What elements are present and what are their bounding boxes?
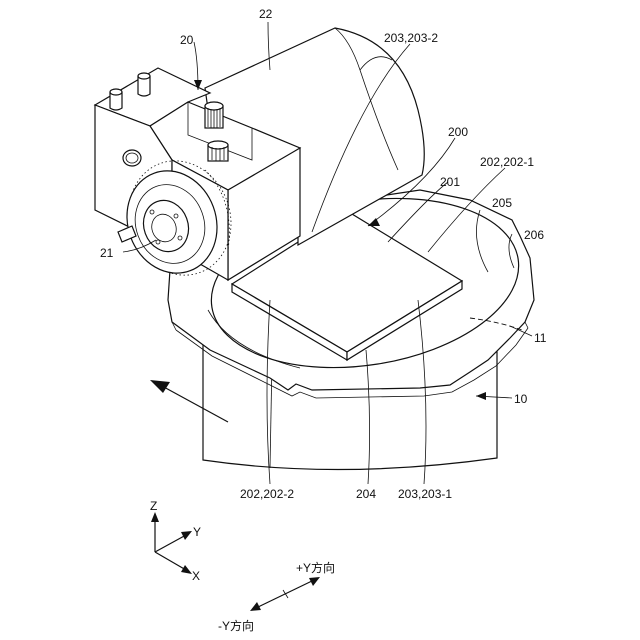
label-11: 11 bbox=[534, 331, 547, 345]
label-203-2: 203,203-2 bbox=[384, 31, 438, 45]
label-202-1: 202,202-1 bbox=[480, 155, 534, 169]
knob-upper bbox=[205, 102, 223, 128]
label-202-2: 202,202-2 bbox=[240, 487, 294, 501]
label-206: 206 bbox=[524, 228, 544, 242]
label-203-1: 203,203-1 bbox=[398, 487, 452, 501]
knob-lower bbox=[208, 141, 228, 161]
minus-y-direction-label: -Y方向 bbox=[218, 618, 254, 633]
knob-front bbox=[123, 150, 141, 166]
axis-z-label: Z bbox=[150, 499, 157, 513]
label-204: 204 bbox=[356, 487, 376, 501]
label-21: 21 bbox=[100, 246, 114, 260]
label-205: 205 bbox=[492, 196, 512, 210]
axis-y-label: Y bbox=[193, 525, 201, 539]
y-direction-indicator: +Y方向 -Y方向 bbox=[218, 560, 335, 633]
label-200: 200 bbox=[448, 125, 468, 139]
label-10: 10 bbox=[514, 392, 528, 406]
plus-y-direction-label: +Y方向 bbox=[296, 560, 335, 575]
axis-x-label: X bbox=[192, 569, 200, 583]
label-22: 22 bbox=[259, 7, 273, 21]
coordinate-axes: Z Y X bbox=[150, 499, 201, 583]
label-201: 201 bbox=[440, 175, 460, 189]
label-20: 20 bbox=[180, 33, 194, 47]
